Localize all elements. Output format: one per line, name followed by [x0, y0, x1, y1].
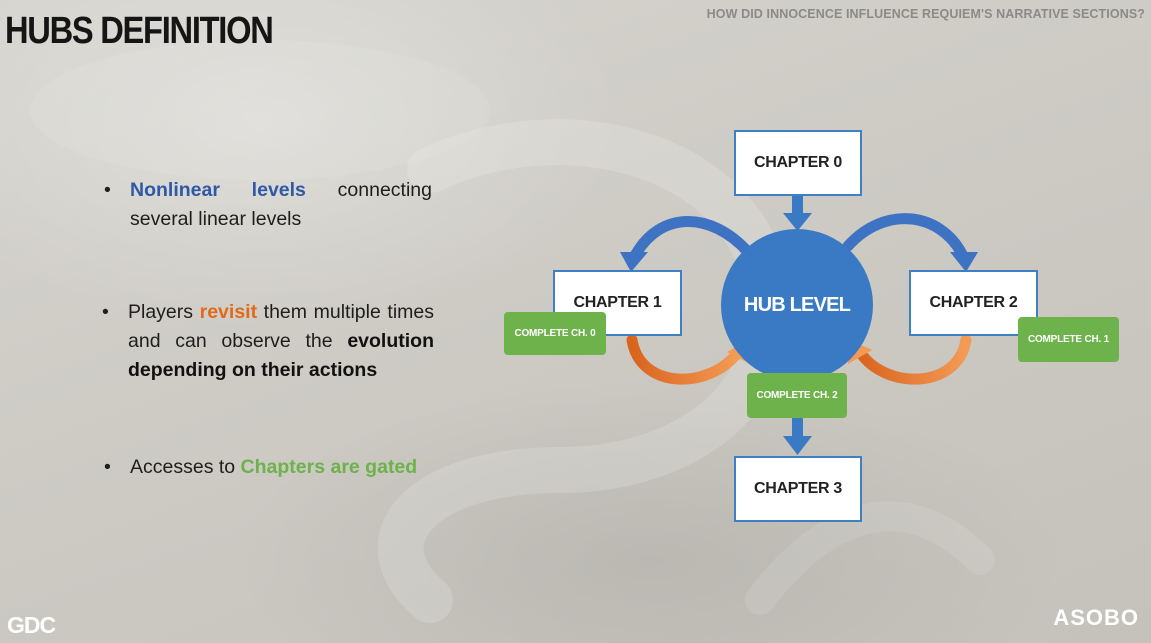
- arrow-hub-to-chapter2: [842, 213, 978, 272]
- arrow-hub-to-chapter1: [620, 216, 754, 272]
- arrow-chapter2-to-hub: [846, 334, 972, 385]
- bullet-dot: •: [104, 179, 111, 201]
- bullet-highlight: Chapters are gated: [240, 456, 418, 478]
- hub-level-circle: HUB LEVEL: [721, 229, 873, 381]
- slide-title: HUBS DEFINITION: [5, 10, 274, 52]
- bullet-text: Players: [128, 301, 200, 323]
- bullet-dot: •: [104, 456, 111, 478]
- bullet-highlight: Nonlinear levels: [130, 179, 306, 201]
- bullet-nonlinear-levels: • Nonlinear levels connecting several li…: [104, 176, 432, 234]
- bullet-text: Accesses to: [130, 456, 241, 478]
- bullet-revisit: • Players revisit them multiple times an…: [102, 298, 434, 385]
- bullet-dot: •: [102, 301, 109, 323]
- chapter-0-box: CHAPTER 0: [734, 130, 862, 196]
- chapter-2-box: CHAPTER 2: [909, 270, 1038, 336]
- arrow-chapter0-to-hub: [783, 196, 812, 231]
- gdc-logo: GDC: [7, 612, 56, 638]
- slide-subtitle: HOW DID INNOCENCE INFLUENCE REQUIEM'S NA…: [706, 7, 1145, 21]
- gate-complete-ch2: COMPLETE CH. 2: [747, 373, 847, 418]
- bullet-strong: evolution depending on their actions: [128, 330, 434, 381]
- bullet-highlight: revisit: [199, 301, 258, 323]
- gate-complete-ch1: COMPLETE CH. 1: [1018, 317, 1119, 362]
- chapter-3-box: CHAPTER 3: [734, 456, 862, 522]
- asobo-logo: ASOBO: [1053, 605, 1139, 630]
- bullet-gated-chapters: • Accesses to Chapters are gated: [104, 453, 444, 482]
- bullet-text: them multiple times and can observe the: [128, 301, 434, 352]
- bullet-text: connecting several linear levels: [130, 179, 432, 230]
- gate-complete-ch0: COMPLETE CH. 0: [504, 312, 606, 355]
- arrow-hub-to-chapter3: [783, 418, 812, 455]
